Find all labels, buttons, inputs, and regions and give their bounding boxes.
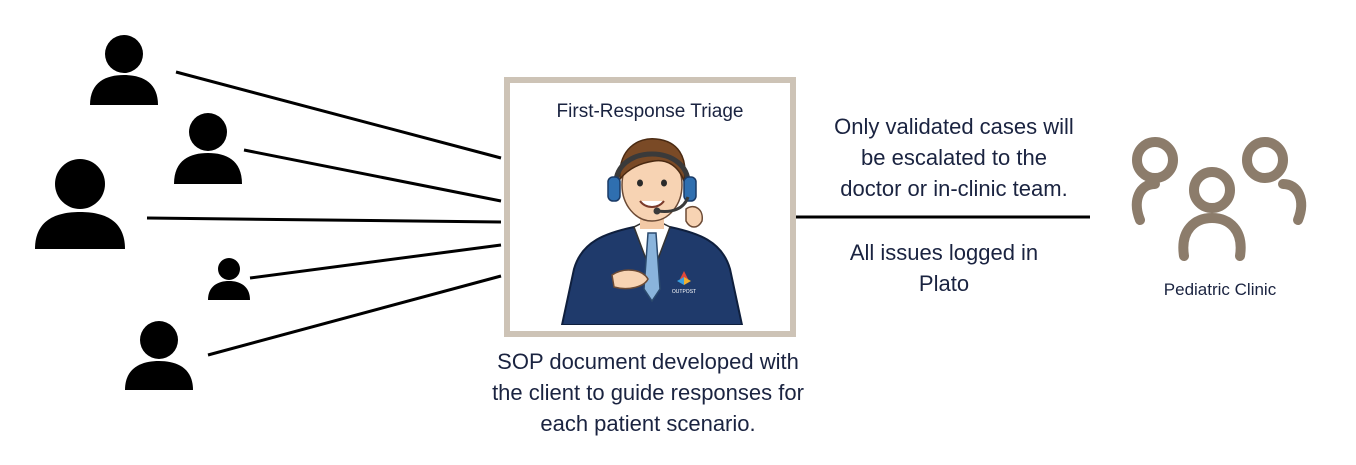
connector-patient-3 (146, 216, 502, 224)
escalation-line: Only validated cases will (834, 114, 1074, 139)
escalation-note: Only validated cases will be escalated t… (792, 111, 1116, 204)
person-icon (174, 113, 242, 184)
group-people-icon (1131, 137, 1307, 261)
outpost-badge-text: OUTPOST (672, 289, 696, 295)
triage-box: First-Response Triage (504, 77, 796, 337)
connector-patient-5 (207, 274, 502, 357)
call-center-agent-icon: OUTPOST (560, 138, 744, 325)
sop-line: SOP document developed with (497, 349, 799, 374)
outpost-logo: OUTPOST (672, 271, 696, 295)
sop-note: SOP document developed with the client t… (440, 346, 856, 439)
person-icon (35, 159, 125, 249)
logging-line: Plato (918, 271, 970, 296)
connector-patient-1 (175, 70, 502, 160)
connector-patient-2 (243, 148, 502, 203)
connector-patient-4 (249, 243, 502, 280)
sop-line: each patient scenario. (540, 411, 756, 436)
person-icon (90, 35, 158, 105)
person-icon (125, 321, 193, 390)
escalation-line: doctor or in-clinic team. (840, 176, 1068, 201)
person-icon (208, 258, 250, 300)
triage-title: First-Response Triage (556, 101, 744, 122)
clinic-label: Pediatric Clinic (1163, 280, 1277, 299)
escalation-line: be escalated to the (861, 145, 1047, 170)
logging-line: All issues logged in (849, 240, 1039, 265)
logging-note: All issues logged in Plato (792, 237, 1096, 299)
sop-line: the client to guide responses for (492, 380, 804, 405)
